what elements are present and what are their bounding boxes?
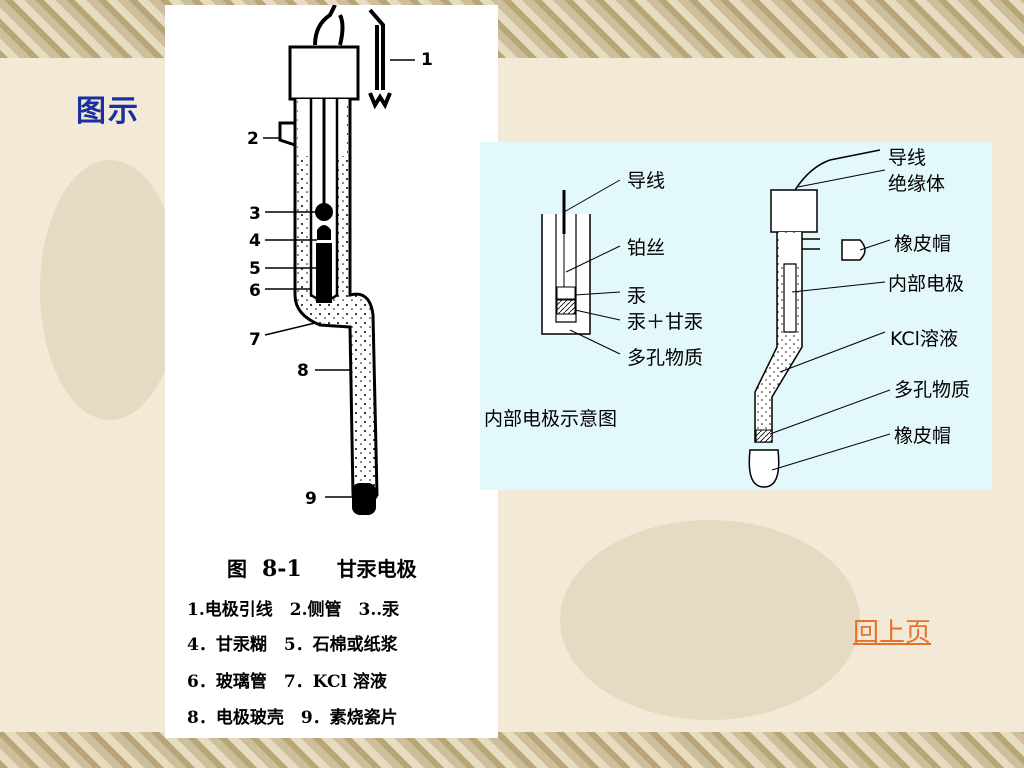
background-texture [560, 520, 860, 720]
figure-label: 4 [249, 231, 261, 251]
upper-clear-space [779, 234, 800, 262]
calomel-electrode-figure: 1 2 3 4 5 6 7 8 9 图 8-1 甘汞电极 1.电极引线 2.侧管… [165, 4, 498, 738]
figure-caption: 图 8-1 甘汞电极 [227, 553, 560, 582]
side-tube [278, 121, 296, 147]
inner-label: 铂丝 [627, 237, 665, 259]
caption-name: 甘汞电极 [336, 557, 417, 581]
calomel-layer [556, 299, 576, 315]
plug-connector [368, 8, 385, 90]
figure-label: 3 [249, 204, 261, 224]
background-texture [40, 160, 180, 420]
legend-line: 8．电极玻壳 9．素烧瓷片 [187, 708, 398, 728]
outer-label: 内部电极 [888, 273, 964, 295]
decorative-border-top [0, 0, 1024, 58]
inner-label: 汞 [627, 285, 646, 307]
legend-line: 4．甘汞糊 5．石棉或纸浆 [187, 635, 398, 655]
ceramic-tip [352, 483, 376, 515]
slide-title: 图示 [76, 94, 140, 129]
bottom-rubber-cap [748, 449, 780, 488]
calomel-paste [317, 225, 331, 240]
caption-prefix: 图 [227, 557, 247, 581]
inner-electrode-tube [541, 214, 591, 335]
inner-label: 导线 [627, 170, 665, 192]
mercury-layer [556, 286, 576, 300]
decorative-border-bottom [0, 732, 1024, 768]
figure-label: 2 [247, 129, 259, 149]
back-to-previous-page-link[interactable]: 回上页 [853, 618, 932, 648]
electrode-cap [288, 45, 360, 101]
inner-label: 多孔物质 [627, 347, 703, 369]
caption-number: 8-1 [261, 556, 302, 582]
lead-wire [313, 4, 337, 46]
calomel-electrode-drawing: 1 2 3 4 5 6 7 8 9 [247, 4, 433, 515]
inner-label: 汞＋甘汞 [627, 311, 703, 333]
figure-label: 6 [249, 281, 261, 301]
figure-label: 8 [297, 361, 309, 381]
figure-label: 5 [249, 259, 261, 279]
porous-plug [755, 429, 773, 443]
asbestos-plug [316, 243, 332, 303]
inner-electrode-in-body [783, 263, 797, 333]
legend-line: 1.电极引线 2.侧管 3..汞 [187, 600, 400, 620]
outer-label: 导线 [888, 147, 926, 169]
mercury-drop [315, 203, 333, 221]
electrode-schematic-panel: 导线 铂丝 汞 汞＋甘汞 多孔物质 内部电极示意图 导线 绝缘体 橡皮帽 内部电… [480, 142, 992, 490]
figure-label: 1 [421, 50, 433, 70]
figure-label: 9 [305, 489, 317, 509]
outer-label: 橡皮帽 [894, 425, 951, 447]
insulator-block [770, 189, 818, 233]
lead-wire [794, 149, 881, 191]
inner-caption: 内部电极示意图 [484, 408, 617, 430]
outer-label: 绝缘体 [888, 173, 945, 195]
outer-label: 多孔物质 [894, 379, 970, 401]
lead-wire [338, 14, 345, 46]
figure-label: 7 [249, 330, 261, 350]
side-rubber-cap [841, 239, 866, 261]
legend-line: 6．玻璃管 7．KCl 溶液 [187, 672, 387, 692]
outer-label: KCl溶液 [890, 328, 958, 350]
plug-fork [368, 92, 392, 110]
outer-label: 橡皮帽 [894, 233, 951, 255]
electrode-schematic-drawing: 导线 铂丝 汞 汞＋甘汞 多孔物质 内部电极示意图 导线 绝缘体 橡皮帽 内部电… [484, 147, 970, 488]
inner-electrode-inner [555, 214, 577, 323]
